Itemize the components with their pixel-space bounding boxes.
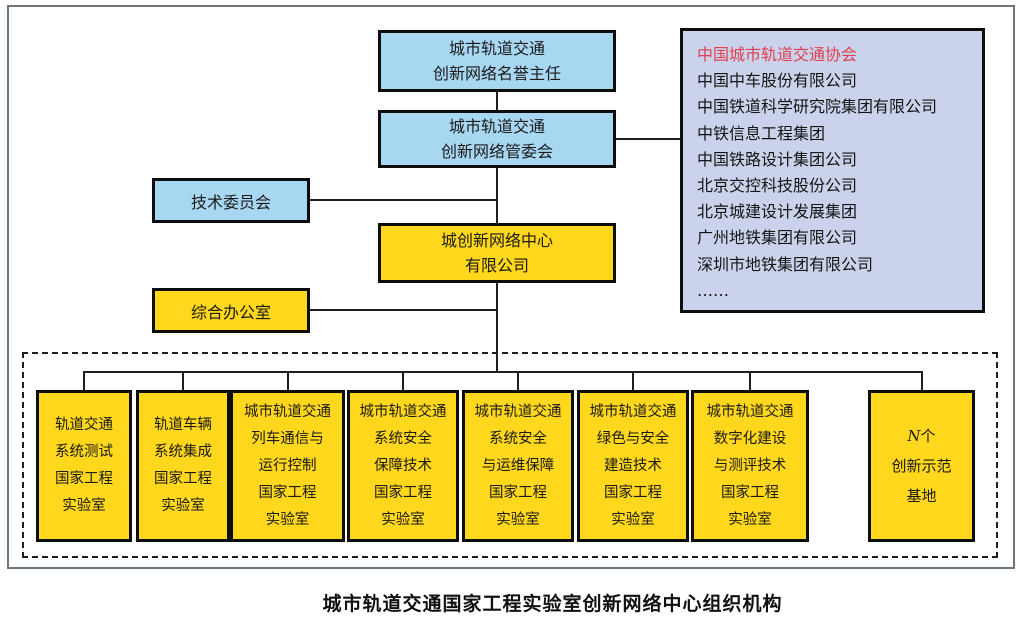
member-item: 北京城建设计发展集团 (697, 202, 858, 222)
demo-base-line3: 基地 (906, 487, 937, 505)
connector-director-to-committee (496, 92, 498, 110)
members-panel: 中国城市轨道交通协会 中国中车股份有限公司 中国铁道科学研究院集团有限公司 中铁… (680, 28, 985, 313)
connector-bus (84, 371, 923, 373)
honorary-director-box: 城市轨道交通 创新网络名誉主任 (378, 30, 616, 92)
network-center-box: 城创新网络中心 有限公司 (378, 223, 616, 283)
connector-committee-to-members (616, 138, 680, 140)
chart-frame (7, 5, 1015, 569)
member-item: 中国铁道科学研究院集团有限公司 (697, 97, 938, 117)
member-association: 中国城市轨道交通协会 (697, 45, 858, 64)
lab-box-green-construction: 城市轨道交通 绿色与安全 建造技术 国家工程 实验室 (577, 390, 689, 542)
demo-base-box: N个 创新示范 基地 (868, 390, 975, 542)
connector-committee-to-center (496, 168, 498, 223)
lab-box-vehicle-integration: 轨道车辆 系统集成 国家工程 实验室 (136, 390, 230, 542)
lab-box-train-communication: 城市轨道交通 列车通信与 运行控制 国家工程 实验室 (230, 390, 345, 542)
demo-base-line2: 创新示范 (891, 457, 952, 475)
connector-stub-demo-base (921, 371, 923, 390)
connector-stub-lab7 (749, 371, 751, 390)
connector-center-to-bus (496, 283, 498, 373)
demo-base-n: N (907, 427, 921, 445)
connector-stub-lab1 (83, 371, 85, 390)
lab-box-operation-maintenance: 城市轨道交通 系统安全 与运维保障 国家工程 实验室 (462, 390, 574, 542)
member-item: 北京交控科技股份公司 (697, 176, 858, 196)
member-item: 中国铁路设计集团公司 (697, 149, 858, 169)
lab-box-safety-assurance: 城市轨道交通 系统安全 保障技术 国家工程 实验室 (347, 390, 459, 542)
member-item: 深圳市地铁集团有限公司 (697, 254, 874, 274)
connector-stub-lab2 (182, 371, 184, 390)
chart-caption: 城市轨道交通国家工程实验室创新网络中心组织机构 (322, 593, 783, 615)
connector-stub-lab6 (632, 371, 634, 390)
member-item-ellipsis: …… (697, 280, 729, 300)
demo-base-n-suffix: 个 (920, 427, 936, 445)
lab-box-digital-evaluation: 城市轨道交通 数字化建设 与测评技术 国家工程 实验室 (691, 390, 809, 542)
technical-committee-box: 技术委员会 (152, 178, 310, 223)
demo-base-line1: N个 (907, 421, 935, 451)
connector-stub-lab3 (287, 371, 289, 390)
labs-group-border (22, 352, 998, 558)
member-item: 中铁信息工程集团 (697, 123, 826, 143)
management-committee-box: 城市轨道交通 创新网络管委会 (378, 110, 616, 168)
connector-stub-lab5 (517, 371, 519, 390)
member-item: 中国中车股份有限公司 (697, 71, 858, 91)
connector-stub-lab4 (402, 371, 404, 390)
lab-box-system-test: 轨道交通 系统测试 国家工程 实验室 (36, 390, 132, 542)
connector-general-office (310, 309, 497, 311)
connector-technical-committee (310, 199, 497, 201)
general-office-box: 综合办公室 (152, 288, 310, 333)
member-item: 广州地铁集团有限公司 (697, 228, 858, 248)
